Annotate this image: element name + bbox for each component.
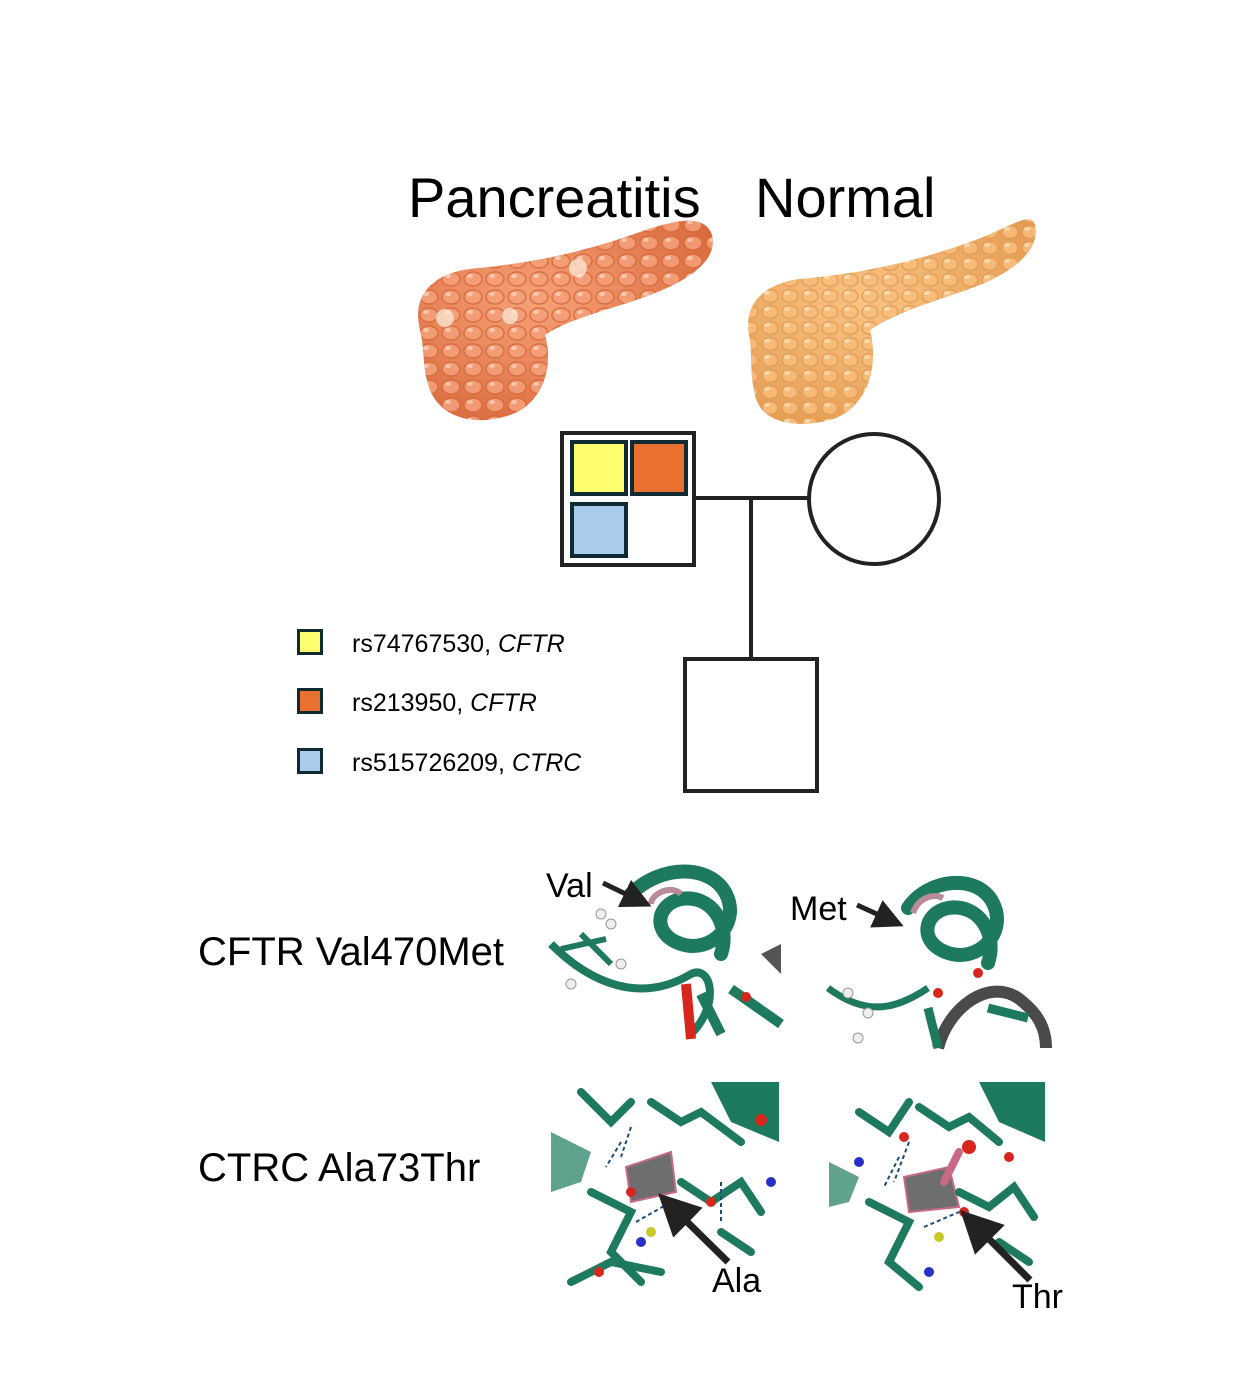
- thr-arrow: [960, 1210, 1033, 1283]
- pancreatitis-pancreas-illustration: [418, 220, 713, 421]
- father-variant-rs515726209: [570, 502, 628, 558]
- normal-pancreas-illustration: [748, 219, 1036, 424]
- cftr-variant-label: CFTR Val470Met: [198, 930, 505, 974]
- pedigree-son-square: [683, 657, 819, 793]
- ala-label: Ala: [712, 1262, 762, 1300]
- father-variant-rs74767530: [570, 440, 628, 496]
- ctrc-wildtype-structure: [551, 1082, 779, 1294]
- legend-swatch: [297, 629, 323, 655]
- legend-label: rs213950, CFTR: [352, 689, 537, 717]
- normal-title: Normal: [755, 166, 936, 229]
- pancreatitis-title: Pancreatitis: [408, 166, 701, 229]
- cftr-wildtype-structure: [548, 864, 784, 1044]
- met-arrow: [855, 900, 904, 928]
- val-arrow: [601, 879, 652, 907]
- ala-arrow: [658, 1193, 731, 1265]
- thr-label: Thr: [1012, 1278, 1063, 1316]
- legend-label: rs515726209, CTRC: [352, 749, 582, 777]
- pedigree-mother-circle: [807, 432, 941, 566]
- legend-swatch: [297, 748, 323, 774]
- met-label: Met: [790, 890, 847, 928]
- val-label: Val: [546, 867, 593, 905]
- legend-label: rs74767530, CFTR: [352, 630, 565, 658]
- legend-swatch: [297, 688, 323, 714]
- cftr-mutant-structure: [825, 868, 1052, 1050]
- father-variant-rs213950: [630, 440, 688, 496]
- ctrc-variant-label: CTRC Ala73Thr: [198, 1146, 481, 1190]
